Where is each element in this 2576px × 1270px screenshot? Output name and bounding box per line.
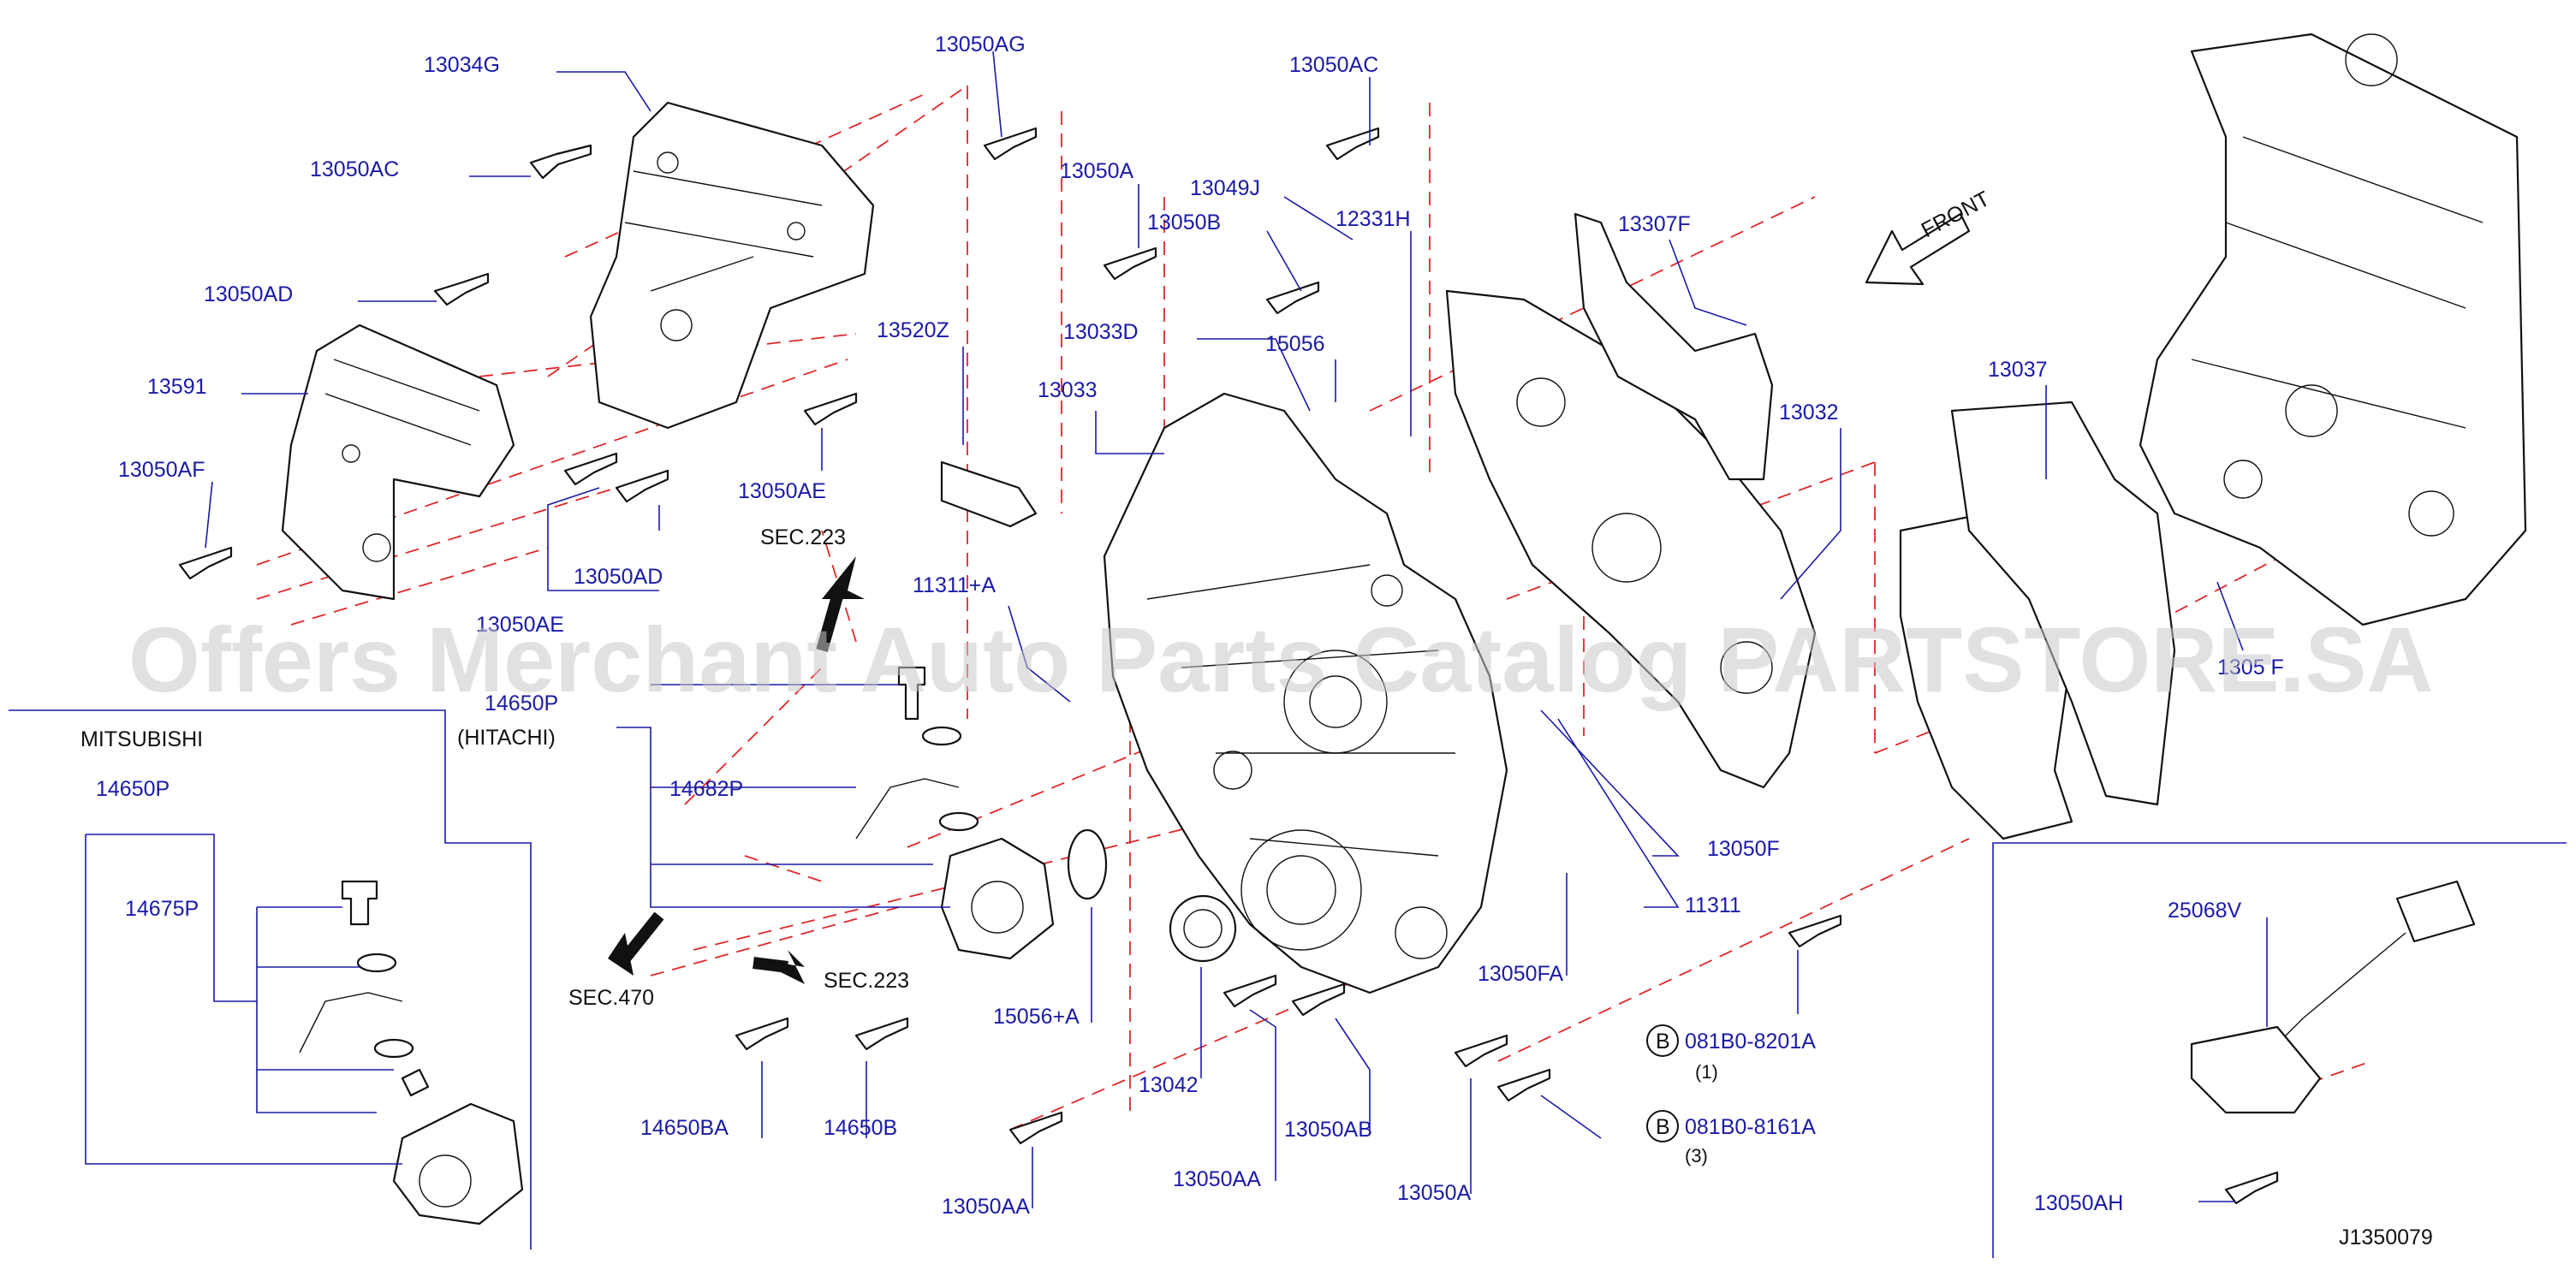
bolts: [178, 127, 2279, 1205]
label-13050FA[interactable]: 13050FA: [1478, 962, 1563, 986]
label-15056[interactable]: 15056: [1265, 332, 1325, 356]
gasket-13037: [1899, 401, 2176, 840]
mitsubishi-label: MITSUBISHI: [80, 727, 203, 751]
label-13050AB[interactable]: 13050AB: [1284, 1118, 1372, 1142]
vacuum-pump-hitachi: [940, 837, 1055, 960]
watermark: Offers Merchant Auto Parts Catalog PARTS…: [128, 608, 2433, 711]
label-11311[interactable]: 11311: [1685, 893, 1741, 917]
detail-boxes: [9, 684, 2567, 1258]
label-13050AD-a[interactable]: 13050AD: [204, 282, 293, 306]
label-13307F[interactable]: 13307F: [1618, 212, 1691, 236]
label-25068V[interactable]: 25068V: [2168, 899, 2242, 923]
timing-chain-case-13033: [1103, 392, 1508, 994]
sec-arrows: [608, 556, 865, 984]
oil-tube: [855, 726, 979, 840]
part-labels: 13034G 13050AC 13050AD 13591 13050AF 130…: [96, 33, 2284, 1219]
label-13050AA-b[interactable]: 13050AA: [942, 1195, 1030, 1219]
label-14650B[interactable]: 14650B: [824, 1116, 897, 1140]
label-13050A-b[interactable]: 13050A: [1397, 1181, 1472, 1205]
label-13050A-a[interactable]: 13050A: [1060, 159, 1134, 183]
label-11311A[interactable]: 11311+A: [913, 573, 996, 597]
label-13050AG[interactable]: 13050AG: [935, 33, 1026, 56]
oil-seal-13042: [1169, 894, 1237, 963]
bolt-note-1-qty: (1): [1695, 1061, 1718, 1083]
label-1305F[interactable]: 1305 F: [2217, 656, 2284, 680]
label-13033D[interactable]: 13033D: [1063, 320, 1139, 344]
front-cover-13591: [281, 323, 515, 601]
label-14650P-a[interactable]: 14650P: [485, 691, 558, 715]
bolt-note-1-part[interactable]: 081B0-8201A: [1685, 1030, 1816, 1053]
bolt-note-1-circle: B: [1656, 1030, 1670, 1053]
label-13034G[interactable]: 13034G: [424, 53, 500, 77]
label-12331H[interactable]: 12331H: [1336, 207, 1411, 231]
o-ring-15056A: [1067, 828, 1108, 900]
sec-223-b[interactable]: SEC.223: [824, 969, 909, 993]
leader-lines: [205, 50, 2268, 1208]
label-14675P[interactable]: 14675P: [125, 897, 199, 921]
label-13050AC-b[interactable]: 13050AC: [1289, 53, 1378, 77]
label-13033[interactable]: 13033: [1038, 378, 1098, 402]
label-13037[interactable]: 13037: [1988, 358, 2048, 382]
sec-223-a[interactable]: SEC.223: [760, 525, 846, 549]
sensor-25068V: [2190, 880, 2476, 1114]
label-13050AH[interactable]: 13050AH: [2034, 1191, 2123, 1215]
front-arrow-icon: [1865, 212, 1971, 286]
label-13032[interactable]: 13032: [1779, 401, 1839, 424]
hitachi-label: (HITACHI): [457, 726, 556, 750]
gasket-13307F: [1574, 212, 1774, 481]
label-13591[interactable]: 13591: [147, 375, 207, 399]
bolt-note-2-circle: B: [1656, 1115, 1670, 1139]
label-15056A[interactable]: 15056+A: [993, 1005, 1080, 1029]
label-13050AF[interactable]: 13050AF: [118, 458, 205, 482]
bolt-note-1: B 081B0-8201A (1): [1646, 1024, 1816, 1083]
label-14650P-b[interactable]: 14650P: [96, 777, 170, 801]
sec-470[interactable]: SEC.470: [568, 986, 654, 1010]
label-13050AC-a[interactable]: 13050AC: [310, 157, 399, 181]
engine-block: [2139, 33, 2527, 626]
label-14682P[interactable]: 14682P: [669, 777, 743, 801]
bolt-note-2: B 081B0-8161A (3): [1646, 1110, 1816, 1166]
label-13050F[interactable]: 13050F: [1707, 837, 1780, 861]
banjo-bolt: [897, 666, 926, 721]
label-13050AA-a[interactable]: 13050AA: [1173, 1167, 1261, 1191]
chain-tensioner: [940, 460, 1038, 528]
label-13050AD-b[interactable]: 13050AD: [574, 565, 663, 589]
label-13042[interactable]: 13042: [1139, 1073, 1199, 1097]
label-14650BA[interactable]: 14650BA: [640, 1116, 729, 1140]
label-13050AE-b[interactable]: 13050AE: [476, 613, 564, 637]
vacuum-pump-mitsubishi: [299, 880, 524, 1225]
label-13049J[interactable]: 13049J: [1190, 176, 1260, 200]
label-13050AE-a[interactable]: 13050AE: [738, 479, 826, 503]
bolt-note-2-part[interactable]: 081B0-8161A: [1685, 1115, 1816, 1139]
bolt-note-2-qty: (3): [1685, 1145, 1708, 1166]
upper-timing-cover: [589, 101, 875, 430]
label-13520Z[interactable]: 13520Z: [877, 318, 949, 342]
label-13050B[interactable]: 13050B: [1147, 211, 1221, 234]
figure-id: J1350079: [2339, 1225, 2433, 1249]
